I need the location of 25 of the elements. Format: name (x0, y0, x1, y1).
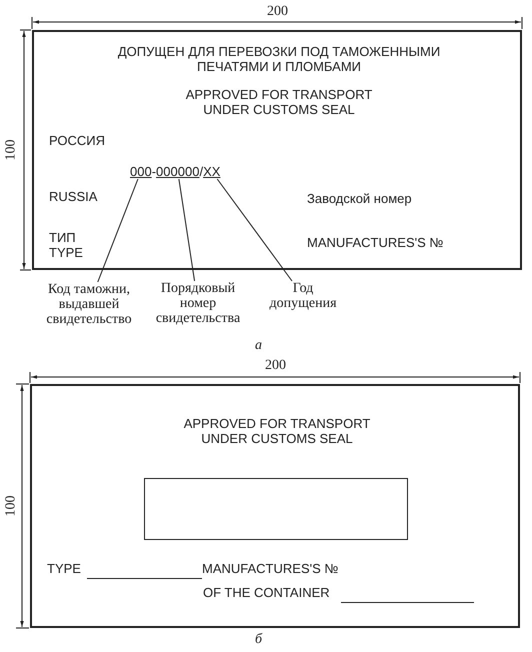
plate-text: RUSSIA (49, 189, 98, 204)
callout-text: Год допущения (265, 281, 341, 311)
plate-frame (30, 384, 520, 628)
code-field: XX (203, 164, 220, 179)
separator: - (152, 164, 156, 179)
empty-frame (144, 478, 408, 540)
plate-text: РОССИЯ (49, 133, 106, 148)
plate-text: Заводской номер (307, 191, 412, 206)
plate-text: OF THE CONTAINER (203, 585, 330, 600)
separator: / (199, 164, 204, 179)
callout-text: Порядковый номер свидетельства (145, 281, 251, 326)
plate-text: APPROVED FOR TRANSPORT UNDER CUSTOMS SEAL (184, 87, 374, 117)
plate-text: APPROVED FOR TRANSPORT UNDER CUSTOMS SEAL (182, 416, 372, 446)
callout-text: Код таможни, выдавшей свидетельство (30, 282, 148, 327)
leader-line (97, 178, 138, 282)
leader-line (178, 178, 196, 282)
plate-text: TYPE (47, 561, 81, 576)
plate-frame (32, 30, 522, 270)
plate-text: ДОПУЩЕН ДЛЯ ПЕРЕВОЗКИ ПОД ТАМОЖЕННЫМИ ПЕЧАТЯМИ И ПЛОМБАМИ (116, 44, 442, 74)
plate-text: MANUFACTURES'S № (202, 561, 338, 576)
plate-text: ТИП TYPE (49, 230, 84, 260)
code-field: 000000 (156, 164, 200, 179)
plate-text: MANUFACTURES'S № (307, 235, 444, 250)
code-field: 000 (130, 164, 152, 179)
leader-line (216, 178, 292, 282)
